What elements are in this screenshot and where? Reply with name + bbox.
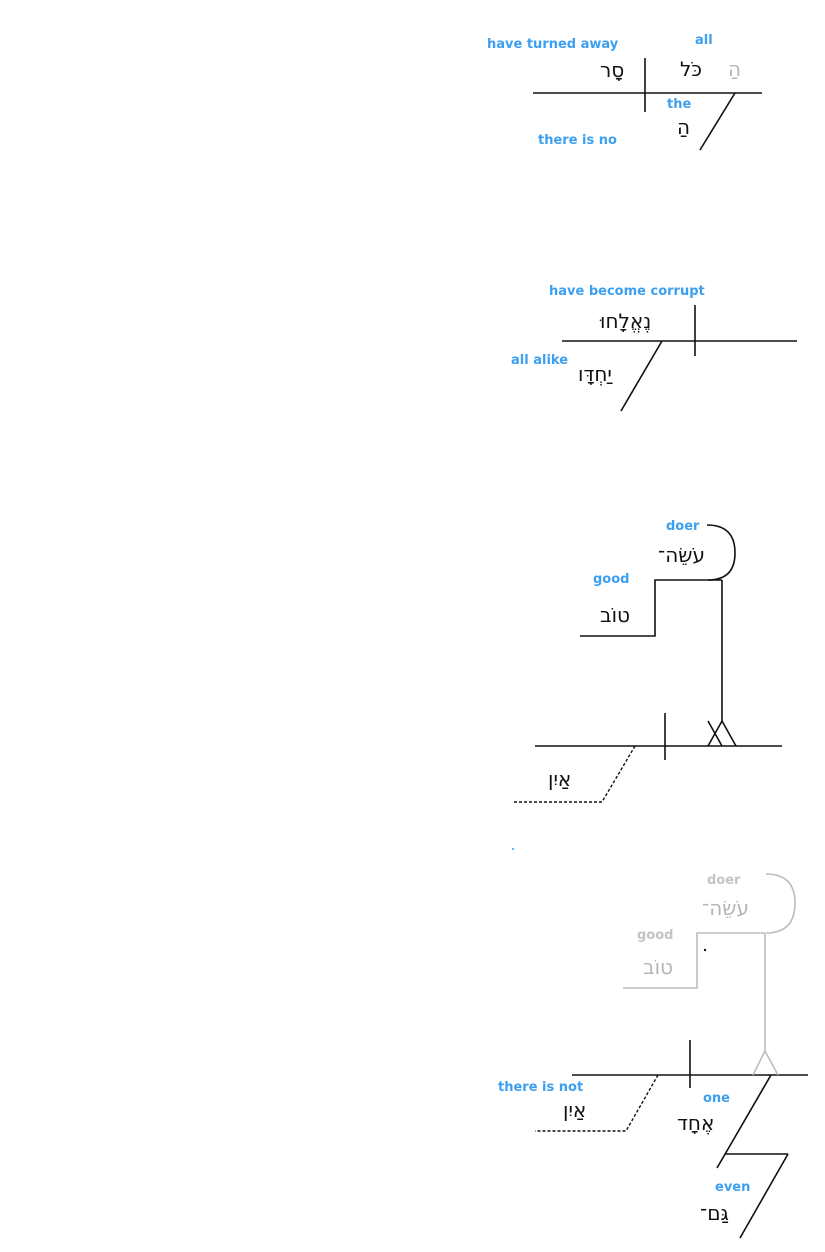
- sub-modifier-word: גַּם־: [700, 1201, 729, 1225]
- diagram-3: doer עֹשֵׂה־ good טוֹב אַיִן: [513, 519, 782, 803]
- modifier-slant: [699, 92, 736, 151]
- modifier-word: הַ: [677, 115, 690, 139]
- predicate-gloss: there is not: [498, 1080, 583, 1095]
- object-word: טוֹב: [600, 603, 630, 627]
- diagram-1: have turned away סָר all כֹּל הַ the הַ …: [487, 33, 762, 151]
- pedestal: [707, 719, 737, 747]
- verb-word: סָר: [600, 58, 624, 82]
- modifier-slant: [716, 1074, 772, 1169]
- subject-word: עֹשֵׂה־: [658, 543, 705, 567]
- subject-gloss: all: [695, 33, 713, 48]
- predicate-dashed-line: [535, 1074, 659, 1132]
- modifier-gloss: the: [667, 97, 691, 112]
- modifier-gloss: all alike: [511, 353, 568, 368]
- clause-hook: [706, 524, 736, 581]
- clause-hook: [765, 873, 796, 934]
- modifier-gloss: one: [703, 1091, 730, 1106]
- sub-modifier-slant: [739, 1153, 789, 1239]
- predicate-word: אַיִן: [563, 1098, 586, 1122]
- diagram-2: have become corrupt נֶאֱלָחוּ all alike …: [511, 284, 797, 412]
- dot-marker: [512, 848, 514, 850]
- object-gloss: good: [593, 572, 629, 587]
- predicate-dashed-line: [513, 745, 636, 803]
- modifier-word: יַחְדָּו: [578, 362, 613, 386]
- modifier-word: אֶחָד: [677, 1111, 714, 1135]
- diagram-4: doer עֹשֵׂה־ good טוֹב there is not אַיִ…: [498, 873, 808, 1239]
- subject-gloss: doer: [666, 519, 700, 534]
- sub-modifier-gloss: even: [715, 1180, 750, 1195]
- verb-word: נֶאֱלָחוּ: [599, 309, 651, 333]
- predicate-word: אַיִן: [548, 767, 571, 791]
- verb-gloss: have turned away: [487, 37, 619, 52]
- dot-marker: [703, 948, 707, 952]
- pedestal: [752, 1049, 779, 1076]
- object-word: טוֹב: [643, 955, 673, 979]
- verb-gloss: have become corrupt: [549, 284, 705, 299]
- subject-gloss: doer: [707, 873, 741, 888]
- object-step: [623, 932, 765, 989]
- object-step: [580, 579, 722, 637]
- extra-gloss: there is no: [538, 133, 617, 148]
- modifier-slant: [620, 340, 663, 412]
- subject-article: הַ: [728, 57, 741, 81]
- object-gloss: good: [637, 928, 673, 943]
- subject-word: כֹּל: [680, 57, 702, 81]
- subject-word: עֹשֵׂה־: [702, 896, 749, 920]
